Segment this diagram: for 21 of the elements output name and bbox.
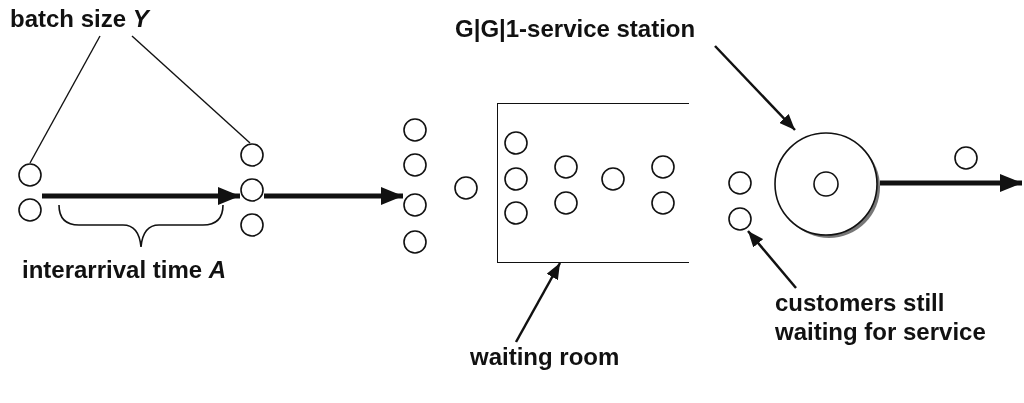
annotation-label: interarrival time A — [22, 255, 282, 284]
annotation-label: batch size Y — [10, 4, 200, 33]
customer-circle — [954, 146, 978, 170]
customer-circle — [454, 176, 478, 200]
customer-group-drawing — [18, 163, 42, 223]
leader-line — [131, 35, 251, 144]
flow-arrow — [42, 187, 240, 205]
flow-arrow — [880, 174, 1022, 192]
leader-line — [29, 35, 101, 164]
customer-group-drawing — [240, 143, 264, 237]
pointer-arrow — [514, 262, 562, 343]
annotation-label: customers still waiting for service — [775, 288, 1015, 346]
service-station-drawing — [772, 130, 880, 238]
pointer-arrow — [747, 230, 797, 289]
customer-group-drawing — [403, 118, 427, 254]
annotation-label: G|G|1-service station — [455, 14, 715, 43]
waiting-room-box — [497, 103, 689, 263]
pointer-arrow — [714, 45, 796, 131]
annotation-label: waiting room — [470, 342, 640, 371]
flow-arrow — [264, 187, 403, 205]
customer-group-drawing — [728, 171, 752, 231]
